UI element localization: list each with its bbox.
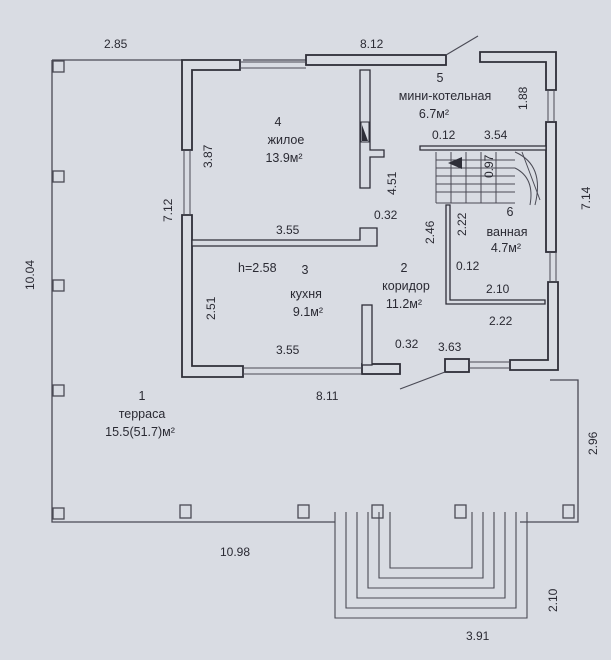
- kitchen-name: кухня: [290, 287, 322, 301]
- terrace-posts: [52, 60, 575, 520]
- dim-living-height: 3.87: [201, 144, 215, 168]
- dim-bath-width: 2.10: [486, 282, 510, 296]
- dim-bottom-house: 8.11: [316, 389, 339, 403]
- dim-terrace-width: 10.98: [220, 545, 250, 559]
- dim-right-terrace: 2.96: [586, 431, 600, 455]
- terrace-name: терраса: [119, 407, 166, 421]
- dim-corridor-a: 2.46: [423, 220, 437, 244]
- dim-left-house: 7.12: [161, 198, 175, 222]
- terrace-area: 15.5(51.7)м²: [105, 425, 175, 439]
- living-number: 4: [275, 115, 282, 129]
- kitchen-area: 9.1м²: [293, 305, 323, 319]
- boiler-area: 6.7м²: [419, 107, 449, 121]
- dim-bath-offset: 0.12: [456, 259, 480, 273]
- dim-right-house: 7.14: [579, 186, 593, 210]
- bathroom-number: 6: [507, 205, 514, 219]
- kitchen-number: 3: [302, 263, 309, 277]
- living-name: жилое: [268, 133, 305, 147]
- dim-boiler-height: 1.88: [516, 86, 530, 110]
- dimension-labels: 2.85 8.12 10.04 7.12 3.87 3.55 2.51 3.55…: [23, 37, 600, 643]
- terrace-outline: [51, 59, 579, 523]
- room-labels: 4 жилое 13.9м² 5 мини-котельная 6.7м² h=…: [105, 71, 527, 439]
- door-lines: [399, 35, 479, 390]
- bathroom-area: 4.7м²: [491, 241, 521, 255]
- dim-partition-length: 4.51: [385, 171, 399, 195]
- corridor-name: коридор: [382, 279, 430, 293]
- dim-kitchen-width: 3.55: [276, 343, 300, 357]
- terrace-number: 1: [139, 389, 146, 403]
- dim-kitchen-height: 2.51: [204, 296, 218, 320]
- boiler-icon: [360, 121, 370, 143]
- dim-left-total: 10.04: [23, 260, 37, 290]
- staircase: [435, 151, 541, 206]
- dim-living-width: 3.55: [276, 223, 300, 237]
- boiler-name: мини-котельная: [399, 89, 491, 103]
- boiler-number: 5: [437, 71, 444, 85]
- kitchen-height: h=2.58: [238, 261, 277, 275]
- exterior-walls: [181, 51, 559, 378]
- living-area: 13.9м²: [265, 151, 302, 165]
- dim-stair-small: 0.97: [482, 154, 496, 178]
- dim-steps-depth: 2.10: [546, 588, 560, 612]
- dim-partition-a: 0.32: [374, 208, 398, 222]
- corridor-number: 2: [401, 261, 408, 275]
- corridor-area: 11.2м²: [386, 297, 422, 311]
- interior-partitions: [191, 69, 547, 366]
- dim-top-house: 8.12: [360, 37, 384, 51]
- dim-bath-bottom: 2.22: [489, 314, 513, 328]
- dim-steps-width: 3.91: [466, 629, 490, 643]
- dim-entry-width: 3.63: [438, 340, 462, 354]
- bathroom-name: ванная: [487, 225, 528, 239]
- windows: [183, 61, 557, 375]
- dim-boiler-shelf: 0.12: [432, 128, 456, 142]
- entrance-steps: [334, 512, 528, 619]
- dim-top-left: 2.85: [104, 37, 128, 51]
- dim-partition-b: 0.32: [395, 337, 419, 351]
- dim-boiler-width: 3.54: [484, 128, 508, 142]
- dim-corridor-b: 2.22: [455, 212, 469, 236]
